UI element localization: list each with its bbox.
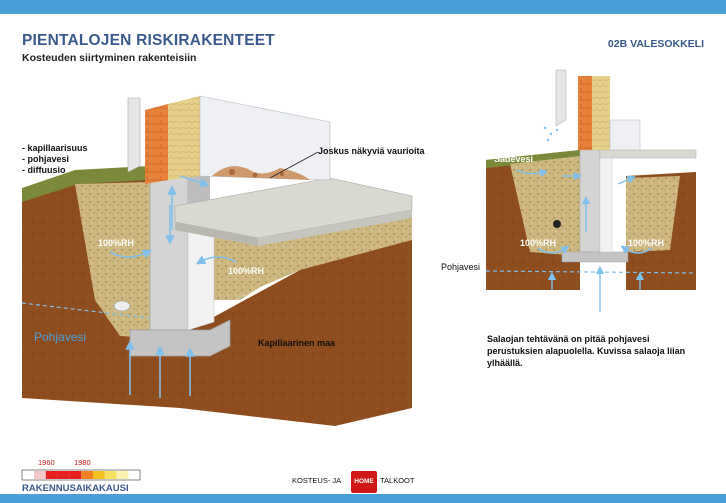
cause-list: - kapillaarisuus - pohjavesi - diffuusio [22,143,88,176]
rain-label: Sadevesi [494,154,534,164]
kosteus-home-talkoot-logo: KOSTEUS- JA HOME TALKOOT [292,468,432,494]
rh-label-left: 100%RH [98,238,135,248]
logo-text-left: KOSTEUS- JA [292,476,342,485]
era-color-bar [21,469,141,481]
top-accent-bar [0,0,726,14]
right-section-diagram [485,69,697,312]
groundwater-label-left: Pohjavesi [34,330,87,344]
legend-year-1980: 1980 [74,458,91,467]
legend-year-1960: 1960 [38,458,55,467]
logo-text-right: TALKOOT [380,476,415,485]
rh-label-right: 100%RH [228,266,265,276]
groundwater-label-right: Pohjavesi [441,262,481,272]
bottom-accent-bar [0,494,726,503]
page-title: PIENTALOJEN RISKIRAKENTEET [22,32,275,49]
cause-item: - diffuusio [22,165,66,175]
rh-label-right-1: 100%RH [520,238,557,248]
rh-label-right-2: 100%RH [628,238,665,248]
cause-item: - pohjavesi [22,154,70,164]
logo-house-badge: HOME [351,471,377,493]
drain-note: Salaojan tehtävänä on pitää pohjavesi pe… [487,334,686,368]
slide-code: 02B VALESOKKELI [607,38,704,50]
cause-item: - kapillaarisuus [22,143,88,153]
page-subtitle: Kosteuden siirtyminen rakenteisiin [22,52,197,64]
soil-label: Kapillaarinen maa [258,338,336,348]
legend-label: RAKENNUSAIKAKAUSI [22,483,129,494]
damage-label: Joskus näkyviä vaurioita [318,146,425,156]
left-section-diagram [21,95,413,426]
